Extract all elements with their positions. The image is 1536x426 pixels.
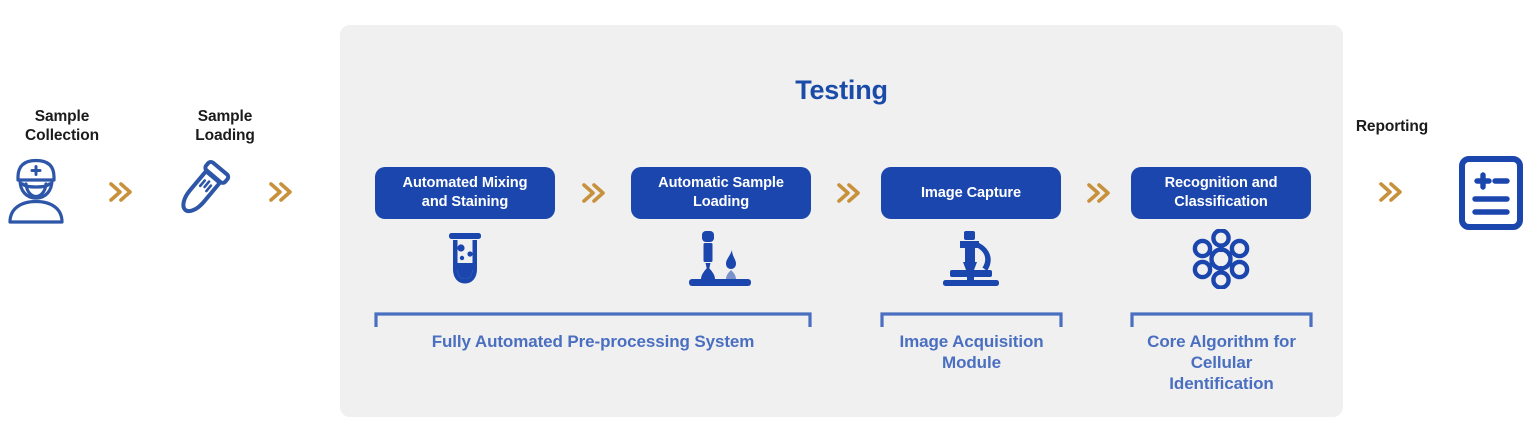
microscope-icon xyxy=(943,231,999,286)
group-bracket-image-acquisition xyxy=(880,312,1063,327)
testing-title: Testing xyxy=(795,75,888,105)
nurse-icon xyxy=(8,158,64,224)
arrow-chevron-5 xyxy=(1087,183,1110,203)
testing-panel: Testing Automated Mixing and Staining Au… xyxy=(340,25,1343,417)
vial-with-sample-icon xyxy=(449,233,481,284)
stage-pill-recognition-and-classification[interactable]: Recognition and Classification xyxy=(1131,167,1311,219)
centrifuge-tube-icon xyxy=(181,159,231,214)
arrow-chevron-3 xyxy=(582,183,605,203)
report-document-icon xyxy=(1459,156,1523,230)
sample-loading-label: Sample Loading xyxy=(195,108,255,144)
arrow-chevron-1 xyxy=(109,182,132,202)
arrow-chevron-4 xyxy=(837,183,860,203)
atom-molecule-icon xyxy=(1192,229,1250,289)
stage-pill-automated-mixing-and-staining[interactable]: Automated Mixing and Staining xyxy=(375,167,555,219)
group-bracket-preprocessing xyxy=(374,312,812,327)
group-caption-core-algorithm: Core Algorithm for Cellular Identificati… xyxy=(1147,332,1296,393)
group-caption-image-acquisition: Image Acquisition Module xyxy=(899,332,1044,372)
stage-pill-automatic-sample-loading[interactable]: Automatic Sample Loading xyxy=(631,167,811,219)
group-caption-preprocessing: Fully Automated Pre-processing System xyxy=(431,332,755,351)
stage-pill-image-capture[interactable]: Image Capture xyxy=(881,167,1061,219)
pipette-dropper-icon xyxy=(689,231,751,286)
sample-collection-label: Sample Collection xyxy=(25,108,99,144)
group-bracket-core-algorithm xyxy=(1130,312,1313,327)
arrow-chevron-2 xyxy=(269,182,292,202)
arrow-chevron-6 xyxy=(1379,182,1402,202)
reporting-label: Reporting xyxy=(1355,118,1429,135)
